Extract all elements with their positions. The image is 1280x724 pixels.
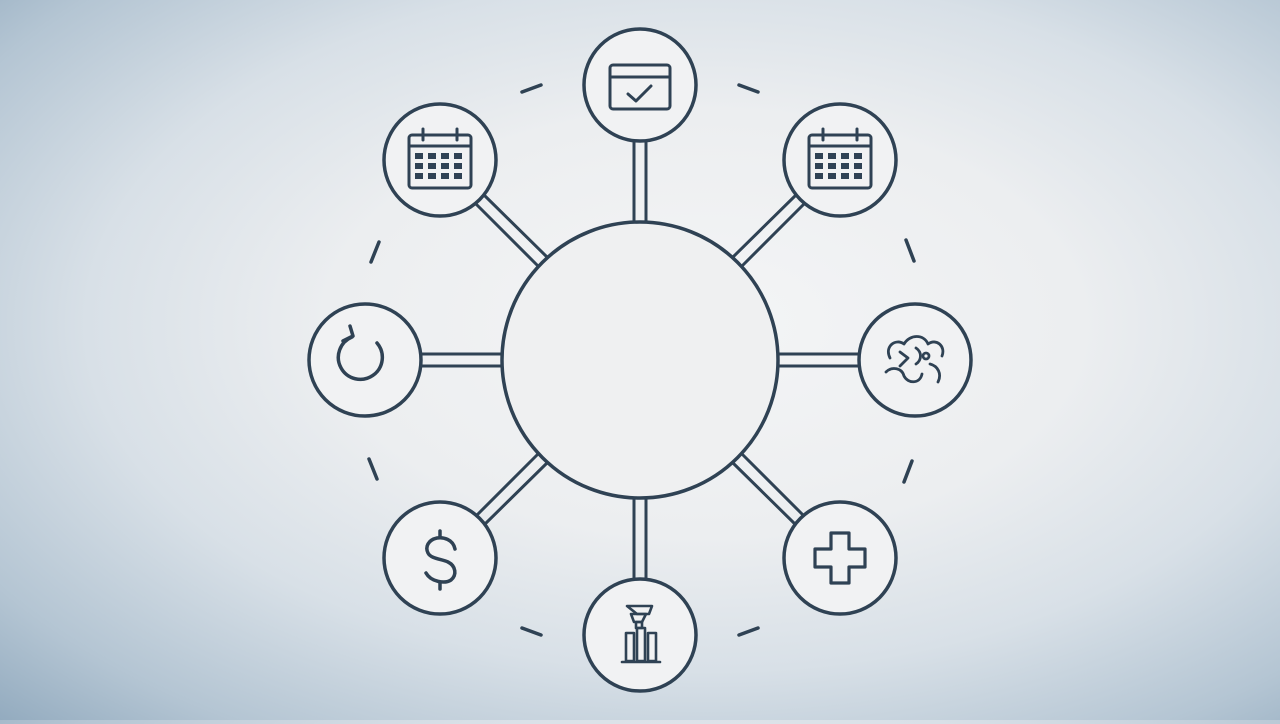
node-bottom-left (382, 500, 498, 616)
node-bottom-right (782, 500, 898, 616)
outer-ring-dashes (367, 83, 916, 637)
spoke-left (419, 352, 505, 368)
spoke-bottom-right (731, 452, 807, 528)
spoke-bottom-left (473, 452, 549, 528)
spoke-top (632, 140, 648, 223)
spoke-top-right (731, 192, 807, 268)
node-top-left (382, 102, 498, 218)
scribble-icon (884, 335, 945, 384)
hub-circle (500, 220, 780, 500)
node-top (582, 27, 698, 143)
plus-cross-icon (813, 531, 867, 585)
building-icon (620, 604, 662, 664)
spoke-top-left (473, 192, 549, 268)
calendar-check-icon (608, 63, 672, 111)
node-top-right (782, 102, 898, 218)
node-left (307, 302, 423, 418)
spokes (419, 140, 861, 580)
dollar-icon (424, 529, 457, 591)
spoke-bottom (632, 497, 648, 580)
calendar-icon (807, 127, 873, 190)
node-right (857, 302, 973, 418)
spoke-right (775, 352, 861, 368)
calendar-icon (407, 127, 473, 190)
refresh-icon (336, 324, 385, 382)
node-bottom (582, 577, 698, 693)
